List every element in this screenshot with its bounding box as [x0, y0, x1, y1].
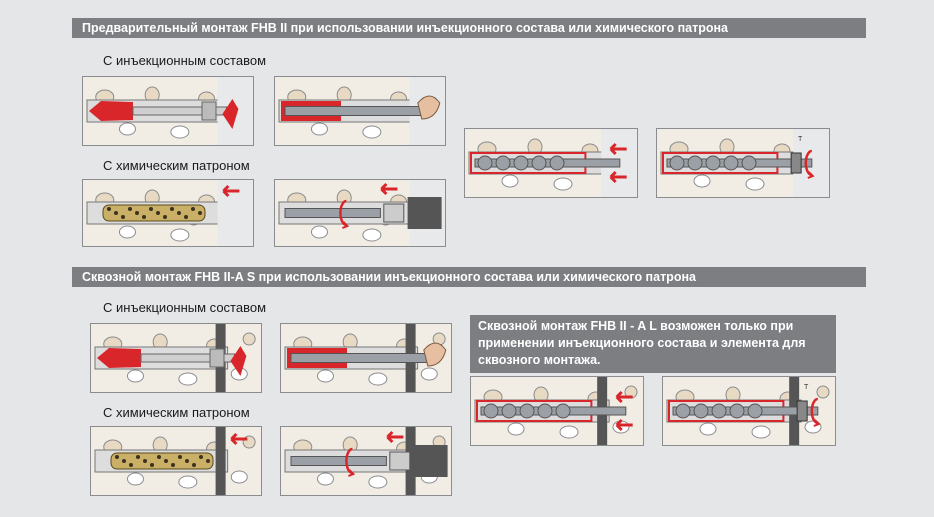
aggregate-stone — [363, 229, 381, 241]
setting-tool — [390, 452, 410, 470]
aggregate-stone — [243, 333, 255, 345]
illustration-through-capsule-place — [90, 426, 262, 496]
caption-capsule-through: С химическим патроном — [103, 405, 250, 420]
illustration-through-cure — [470, 376, 644, 446]
nut — [797, 401, 807, 421]
aggregate-stone — [817, 386, 829, 398]
illustration-through-injection-fill — [90, 323, 262, 393]
illustration-pre-capsule-place — [82, 179, 254, 247]
aggregate-stone — [369, 373, 387, 385]
aggregate-stone — [560, 426, 578, 438]
caption-injection-pre: С инъекционным составом — [103, 53, 266, 68]
threaded-rod — [285, 209, 380, 218]
illustration-pre-capsule-drive — [274, 179, 446, 247]
aggregate-stone — [694, 175, 710, 187]
fixture-plate — [216, 427, 226, 495]
aggregate-stone — [119, 123, 135, 135]
aggregate-stone — [311, 226, 327, 238]
aggregate-stone — [119, 226, 135, 238]
aggregate-stone — [179, 476, 197, 488]
aggregate-stone — [421, 368, 437, 380]
dispenser — [202, 102, 216, 120]
glass-capsule — [103, 205, 205, 221]
aggregate-stone — [231, 471, 247, 483]
threaded-rod — [291, 354, 427, 363]
aggregate-stone — [700, 423, 716, 435]
illustration-through-torque: T — [662, 376, 836, 446]
drill-machine — [414, 445, 448, 477]
caption-capsule-pre: С химическим патроном — [103, 158, 250, 173]
illustration-through-injection-insert — [280, 323, 452, 393]
aggregate-stone — [554, 178, 572, 190]
illustration-pre-cure — [464, 128, 638, 198]
illustration-pre-torque: T — [656, 128, 830, 198]
aggregate-stone — [752, 426, 770, 438]
aggregate-stone — [127, 370, 143, 382]
nut — [791, 153, 801, 173]
illustration-pre-injection-fill — [82, 76, 254, 146]
dispenser — [210, 349, 224, 367]
aggregate-stone — [311, 123, 327, 135]
aggregate-stone — [363, 126, 381, 138]
torque-wrench-icon: T — [804, 384, 809, 391]
illustration-through-capsule-drive — [280, 426, 452, 496]
aggregate-stone — [369, 476, 387, 488]
caption-injection-through: С инъекционным составом — [103, 300, 266, 315]
aggregate-stone — [127, 473, 143, 485]
threaded-rod — [291, 457, 386, 466]
illustration-pre-injection-insert — [274, 76, 446, 146]
aggregate-stone — [746, 178, 764, 190]
aggregate-stone — [317, 370, 333, 382]
glass-capsule — [111, 453, 213, 469]
threaded-rod — [285, 107, 421, 116]
aggregate-stone — [317, 473, 333, 485]
aggregate-stone — [502, 175, 518, 187]
setting-tool — [384, 204, 404, 222]
aggregate-stone — [171, 126, 189, 138]
through-installation-note: Сквозной монтаж FHB II - A L возможен то… — [470, 315, 836, 373]
torque-wrench-icon: T — [798, 136, 803, 143]
section-title-through-installation: Сквозной монтаж FHB II-A S при использов… — [72, 267, 866, 287]
aggregate-stone — [508, 423, 524, 435]
section-title-pre-installation: Предварительный монтаж FHB II при исполь… — [72, 18, 866, 38]
drill-machine — [408, 197, 442, 229]
aggregate-stone — [171, 229, 189, 241]
aggregate-stone — [179, 373, 197, 385]
